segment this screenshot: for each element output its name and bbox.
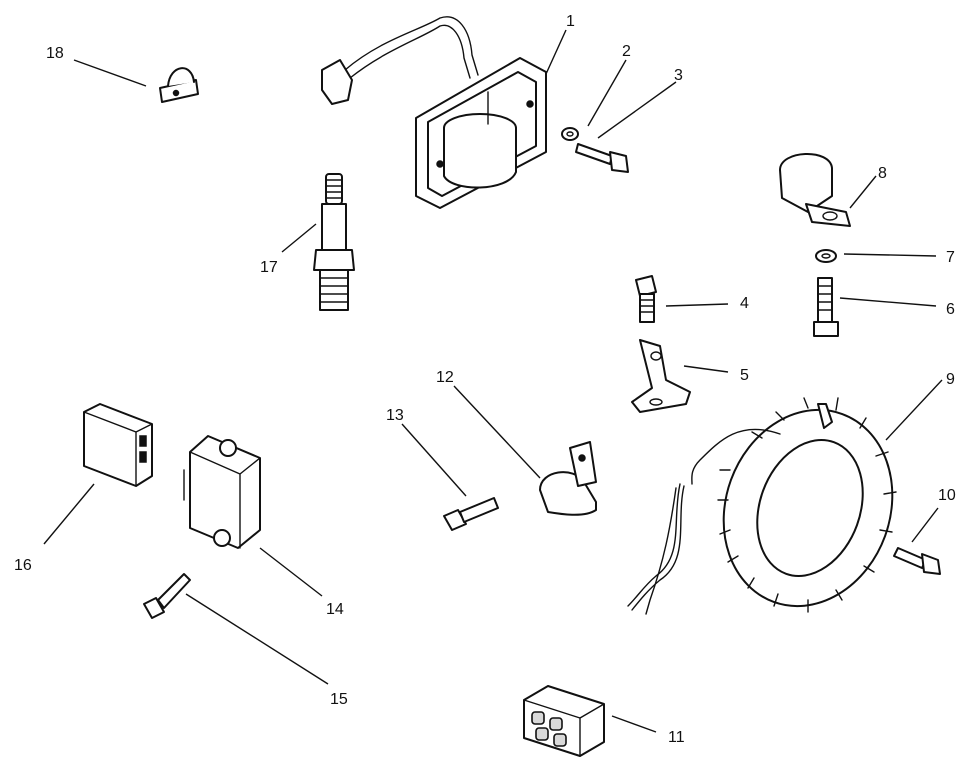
stator-part-9 bbox=[627, 397, 897, 615]
callout-3: 3 bbox=[674, 67, 683, 84]
callout-1: 1 bbox=[566, 13, 575, 30]
leader-lines bbox=[43, 29, 943, 733]
bolt-part-13 bbox=[443, 497, 499, 531]
callout-10: 10 bbox=[938, 487, 956, 504]
washer-part-7 bbox=[815, 249, 837, 263]
bolt-part-6 bbox=[813, 277, 839, 337]
callout-18: 18 bbox=[46, 45, 64, 62]
callout-8: 8 bbox=[878, 165, 887, 182]
callout-labels: 1 2 3 18 17 8 7 6 4 5 9 10 12 13 16 14 1… bbox=[14, 13, 956, 746]
connector-block-part-16 bbox=[83, 403, 153, 487]
callout-9: 9 bbox=[946, 371, 955, 388]
callout-12: 12 bbox=[436, 369, 454, 386]
bolt-part-10 bbox=[893, 547, 941, 575]
clamp-part-12 bbox=[539, 441, 597, 516]
clamp-part-8 bbox=[779, 153, 851, 227]
callout-2: 2 bbox=[622, 43, 631, 60]
spark-plug-part-17 bbox=[313, 173, 355, 311]
callout-15: 15 bbox=[330, 691, 348, 708]
callout-4: 4 bbox=[740, 295, 749, 312]
ignition-coil-part bbox=[321, 16, 547, 209]
bolt-part-4 bbox=[635, 275, 657, 323]
bolt-part-3 bbox=[575, 143, 629, 173]
bolt-part-15 bbox=[143, 573, 191, 619]
callout-14: 14 bbox=[326, 601, 344, 618]
callout-17: 17 bbox=[260, 259, 278, 276]
clip-part-18 bbox=[159, 67, 199, 103]
connector-part-11 bbox=[523, 685, 605, 757]
callout-11: 11 bbox=[668, 729, 685, 746]
callout-6: 6 bbox=[946, 301, 955, 318]
callout-7: 7 bbox=[946, 249, 955, 266]
regulator-part-14 bbox=[183, 435, 261, 549]
callout-5: 5 bbox=[740, 367, 749, 384]
callout-13: 13 bbox=[386, 407, 404, 424]
callout-16: 16 bbox=[14, 557, 32, 574]
bracket-part-5 bbox=[631, 339, 691, 413]
washer-part-2 bbox=[561, 127, 579, 141]
